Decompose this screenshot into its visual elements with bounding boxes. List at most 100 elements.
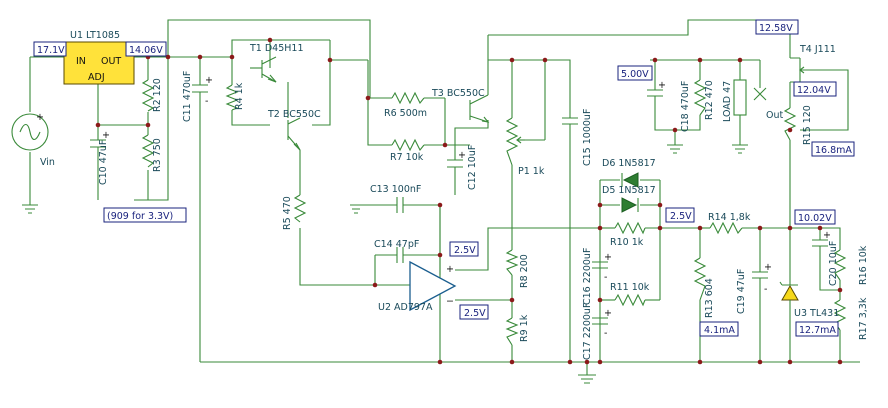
node-dots (95, 37, 843, 365)
r9 (505, 317, 519, 346)
t2-label: T2 BC550C (267, 109, 321, 120)
u2-label: U2 AD797A (378, 302, 433, 313)
c15 (562, 117, 578, 140)
svg-text:-: - (205, 96, 208, 107)
c14-label: C14 47pF (374, 239, 419, 250)
svg-text:16.8mA: 16.8mA (815, 145, 852, 156)
ground-main (578, 374, 596, 384)
u1-pin-out: OUT (101, 56, 121, 67)
vin-label: Vin (40, 157, 55, 168)
meter-vin: 17.1V (33, 41, 67, 57)
ground-vin (22, 204, 38, 214)
c15-label: C15 1000uF (582, 109, 593, 166)
svg-text:2.5V: 2.5V (454, 245, 476, 256)
r6 (391, 91, 425, 105)
ground-load (732, 144, 748, 154)
t4-label: T4 J111 (799, 44, 836, 55)
p1-label: P1 1k (518, 166, 545, 177)
svg-text:4.1mA: 4.1mA (704, 325, 735, 336)
svg-text:12.04V: 12.04V (797, 85, 831, 96)
r12 (693, 79, 707, 116)
r13 (693, 257, 707, 301)
meter-boxes: 17.1V 14.06V 12.58V 5.00V 12.04V 16.8mA … (33, 19, 855, 337)
c16: +- (592, 252, 612, 283)
c17: +- (592, 308, 612, 339)
svg-text:-: - (604, 328, 607, 339)
meter-v5: 5.00V (617, 65, 653, 81)
svg-text:17.1V: 17.1V (37, 45, 65, 56)
c10: + (90, 130, 110, 165)
svg-text:10.02V: 10.02V (798, 213, 832, 224)
d6-label: D6 1N5817 (602, 158, 656, 169)
r17-label: R17 3,3k (858, 297, 869, 340)
u3-label: U3 TL431 (794, 308, 839, 319)
t3-label: T3 BC550C (431, 88, 485, 99)
r11 (614, 293, 646, 307)
r15-label: R15 120 (802, 105, 813, 145)
r10 (614, 221, 646, 235)
svg-text:+: + (36, 112, 44, 123)
component-labels: C10 47uF R2 120 R3 750 C11 470uF R4 1k T… (98, 43, 869, 360)
t1-d45h11 (250, 56, 277, 83)
svg-text:2.5V: 2.5V (670, 211, 692, 222)
u1-pin-in: IN (76, 56, 86, 67)
c16-label: C16 2200uF (582, 248, 593, 305)
r7-label: R7 10k (390, 152, 424, 163)
meter-v25c: 2.5V (665, 207, 695, 223)
meter-v1204: 12.04V (793, 81, 837, 97)
r16 (833, 249, 847, 281)
svg-text:+: + (823, 230, 831, 241)
r6-label: R6 500m (384, 108, 427, 119)
r12-label: R12 470 (704, 80, 715, 120)
regulator-u1: IN OUT ADJ U1 LT1085 (63, 30, 135, 85)
wires (29, 19, 860, 375)
c20-label: C20 10uF (828, 241, 839, 286)
opamp-plus: + (446, 264, 454, 275)
svg-text:+: + (604, 308, 612, 319)
svg-text:14.06V: 14.06V (129, 45, 163, 56)
svg-text:-: - (604, 272, 607, 283)
opamp-minus: − (446, 296, 454, 307)
svg-text:(909 for 3.3V): (909 for 3.3V) (107, 211, 173, 222)
potentiometer-p1 (505, 117, 525, 166)
ground-symbols (22, 144, 748, 384)
t3-bc550c (469, 94, 490, 123)
d5-label: D5 1N5817 (602, 185, 656, 196)
c19-label: C19 47uF (736, 269, 747, 314)
meter-vmid: 12.58V (755, 19, 799, 35)
r3-label: R3 750 (152, 138, 163, 172)
r5 (293, 194, 307, 223)
u1-label: U1 LT1085 (70, 30, 120, 41)
r14-label: R14 1,8k (708, 212, 751, 223)
meter-note: (909 for 3.3V) (103, 207, 187, 223)
c11: +- (192, 70, 213, 108)
ground-c18 (667, 144, 683, 154)
meter-v25a: 2.5V (449, 241, 479, 257)
reference-u3 (779, 280, 799, 305)
svg-text:+: + (102, 130, 110, 141)
svg-text:+: + (205, 75, 213, 86)
transistors (250, 56, 810, 151)
meter-i127: 12.7mA (795, 321, 839, 337)
t2-bc550c (287, 117, 301, 151)
r15 (783, 107, 797, 141)
r13-label: R13 604 (704, 278, 715, 318)
c14 (392, 247, 408, 263)
c20: + (812, 230, 831, 265)
svg-text:5.00V: 5.00V (621, 69, 649, 80)
t1-label: T1 D45H11 (249, 43, 304, 54)
c12: + (447, 150, 466, 180)
load-label: LOAD 47 (722, 81, 733, 122)
load-resistor (733, 79, 747, 116)
c10-label: C10 47uF (98, 140, 109, 185)
svg-text:+: + (604, 252, 612, 263)
meter-v1002: 10.02V (794, 209, 836, 225)
r8 (505, 249, 519, 276)
out-probe: Out (753, 87, 783, 121)
c18: + (647, 80, 666, 115)
meter-v25b: 2.5V (459, 304, 489, 320)
r4-label: R4 1k (234, 82, 245, 110)
c12-label: C12 10uF (467, 145, 478, 190)
r5-label: R5 470 (282, 196, 293, 230)
r16-label: R16 10k (858, 245, 869, 285)
